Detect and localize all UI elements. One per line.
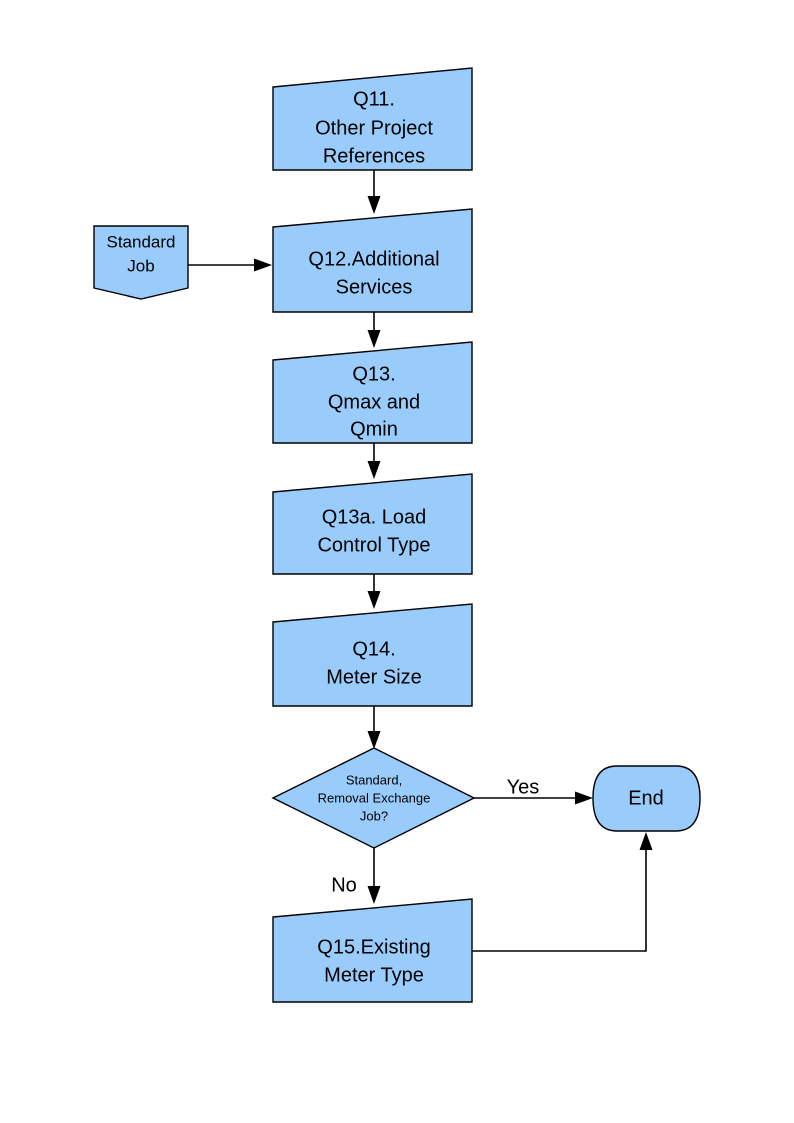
- edge-decision-to-q15-no: [367, 848, 381, 904]
- node-end[interactable]: End: [592, 765, 701, 832]
- edge-label-no: No: [331, 874, 357, 896]
- node-q12-shape: [272, 208, 473, 313]
- edge-decision-to-end-yes: [474, 791, 593, 805]
- node-q11-line-2: Other Project: [315, 117, 433, 139]
- node-decision-shape: [271, 747, 476, 849]
- arrow-head-icon: [367, 196, 381, 214]
- arrow-head-icon: [367, 591, 381, 609]
- arrow-head-icon: [367, 461, 381, 479]
- arrow-head-icon: [639, 832, 653, 850]
- node-q15-line-1: Q15.Existing: [317, 936, 430, 958]
- edge-standardjob-to-q12: [188, 258, 272, 272]
- node-q13-line-3: Qmin: [350, 418, 398, 440]
- node-standard-job-line-1: Standard: [107, 232, 176, 251]
- node-decision-line-2: Removal Exchange: [318, 790, 431, 805]
- arrow-head-icon: [254, 258, 272, 272]
- node-q13a-shape: [272, 473, 473, 575]
- arrow-head-icon: [575, 791, 593, 805]
- node-q12[interactable]: Q12.Additional Services: [272, 208, 473, 313]
- node-decision-line-3: Job?: [360, 808, 388, 823]
- edge-q14-to-decision: [367, 706, 381, 749]
- node-q15[interactable]: Q15.Existing Meter Type: [272, 898, 473, 1003]
- arrow-head-icon: [367, 731, 381, 749]
- edge-q12-to-q13: [367, 312, 381, 348]
- node-q14-line-2: Meter Size: [326, 666, 422, 688]
- node-end-shape: [592, 765, 701, 832]
- node-q15-line-2: Meter Type: [324, 964, 424, 986]
- node-q14-line-1: Q14.: [352, 638, 395, 660]
- node-q13-line-1: Q13.: [352, 363, 395, 385]
- node-end-label: End: [628, 787, 664, 809]
- node-q13-line-2: Qmax and: [328, 391, 420, 413]
- edge-q15-to-end: [472, 832, 653, 952]
- node-q11-shape: [272, 67, 473, 171]
- node-standard-job[interactable]: Standard Job: [93, 225, 189, 300]
- edge-q13-to-q13a: [367, 443, 381, 479]
- arrow-head-icon: [367, 330, 381, 348]
- node-q13a-line-1: Q13a. Load: [322, 506, 427, 528]
- node-q11-line-1: Q11.: [353, 88, 395, 110]
- node-q12-line-2: Services: [336, 276, 413, 298]
- node-decision[interactable]: Standard, Removal Exchange Job?: [271, 747, 476, 849]
- edge-label-yes: Yes: [507, 776, 540, 798]
- node-standard-job-shape: [93, 225, 189, 300]
- node-q13a[interactable]: Q13a. Load Control Type: [272, 473, 473, 575]
- node-q13a-line-2: Control Type: [317, 534, 430, 556]
- node-q12-line-1: Q12.Additional: [308, 248, 439, 270]
- edge-q11-to-q12: [367, 170, 381, 214]
- node-q14[interactable]: Q14. Meter Size: [272, 603, 473, 707]
- edge-q13a-to-q14: [367, 574, 381, 609]
- node-q13-shape: [272, 341, 473, 444]
- node-q13[interactable]: Q13. Qmax and Qmin: [272, 341, 473, 444]
- node-decision-line-1: Standard,: [346, 772, 402, 787]
- node-q14-shape: [272, 603, 473, 707]
- node-standard-job-line-2: Job: [127, 256, 154, 275]
- node-q11[interactable]: Q11. Other Project References: [272, 67, 473, 171]
- arrow-head-icon: [367, 886, 381, 904]
- node-q11-line-3: References: [323, 145, 425, 167]
- node-q15-shape: [272, 898, 473, 1003]
